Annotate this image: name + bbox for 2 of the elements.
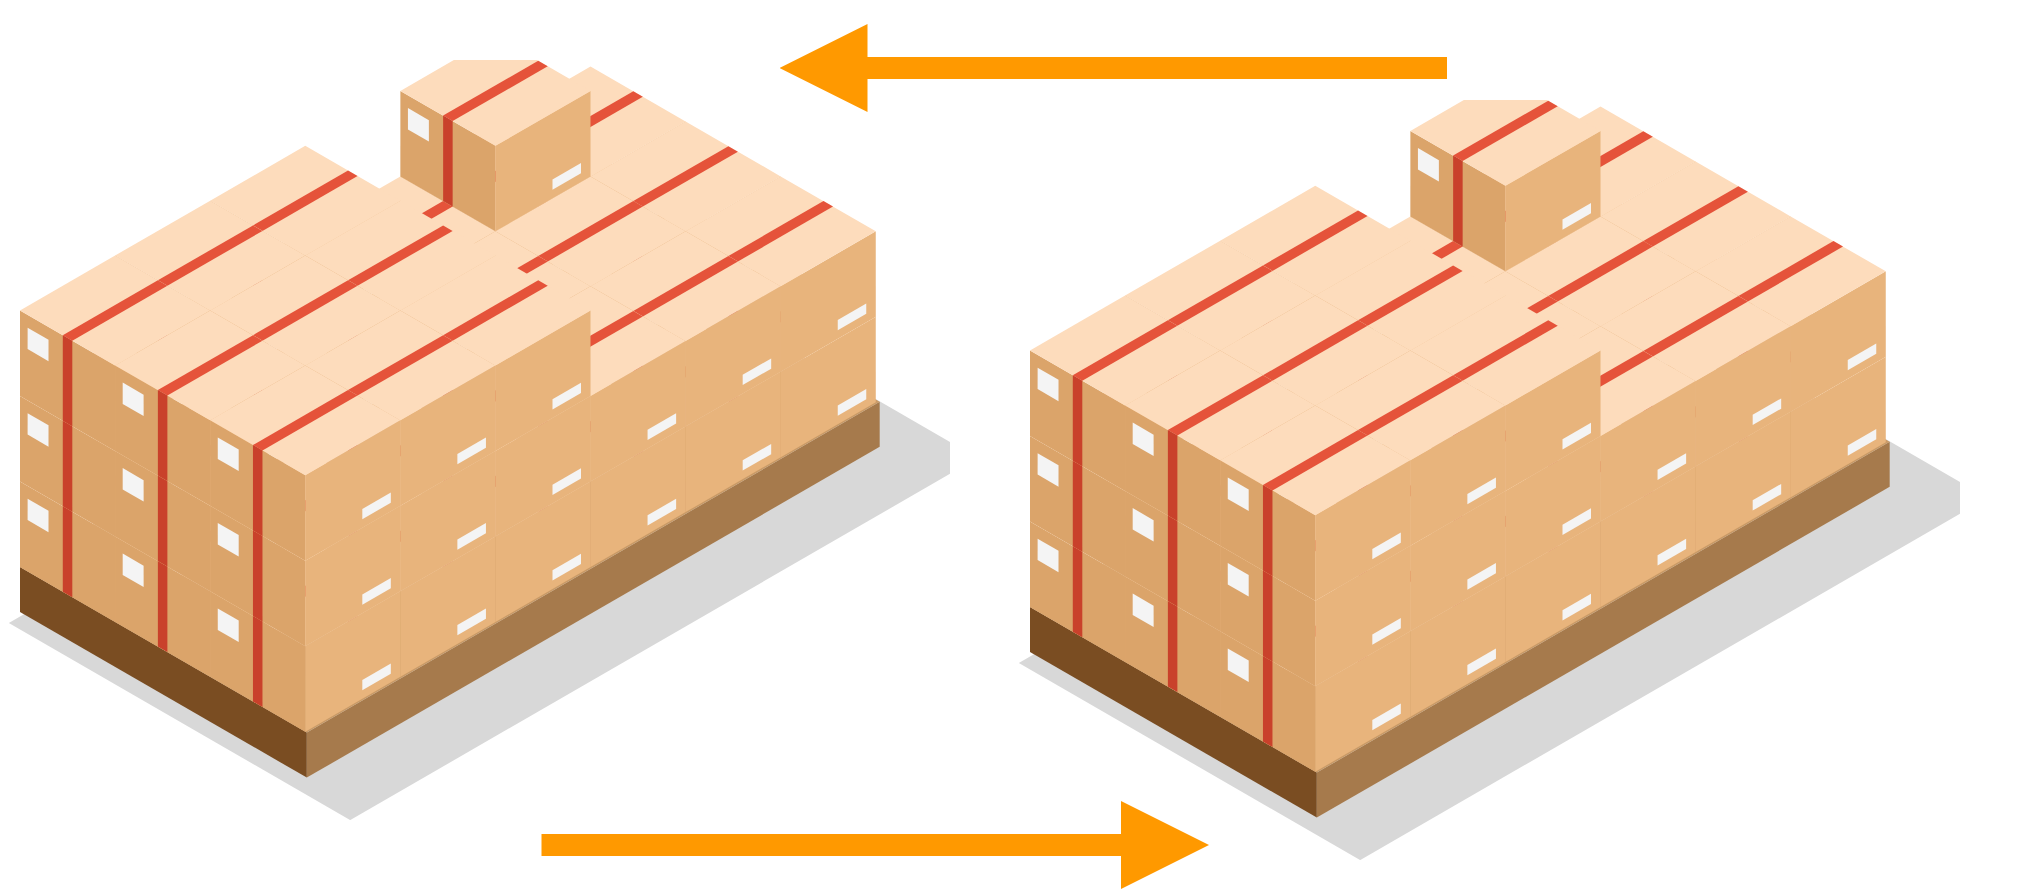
arrow <box>779 24 1447 112</box>
arrow <box>541 801 1209 889</box>
